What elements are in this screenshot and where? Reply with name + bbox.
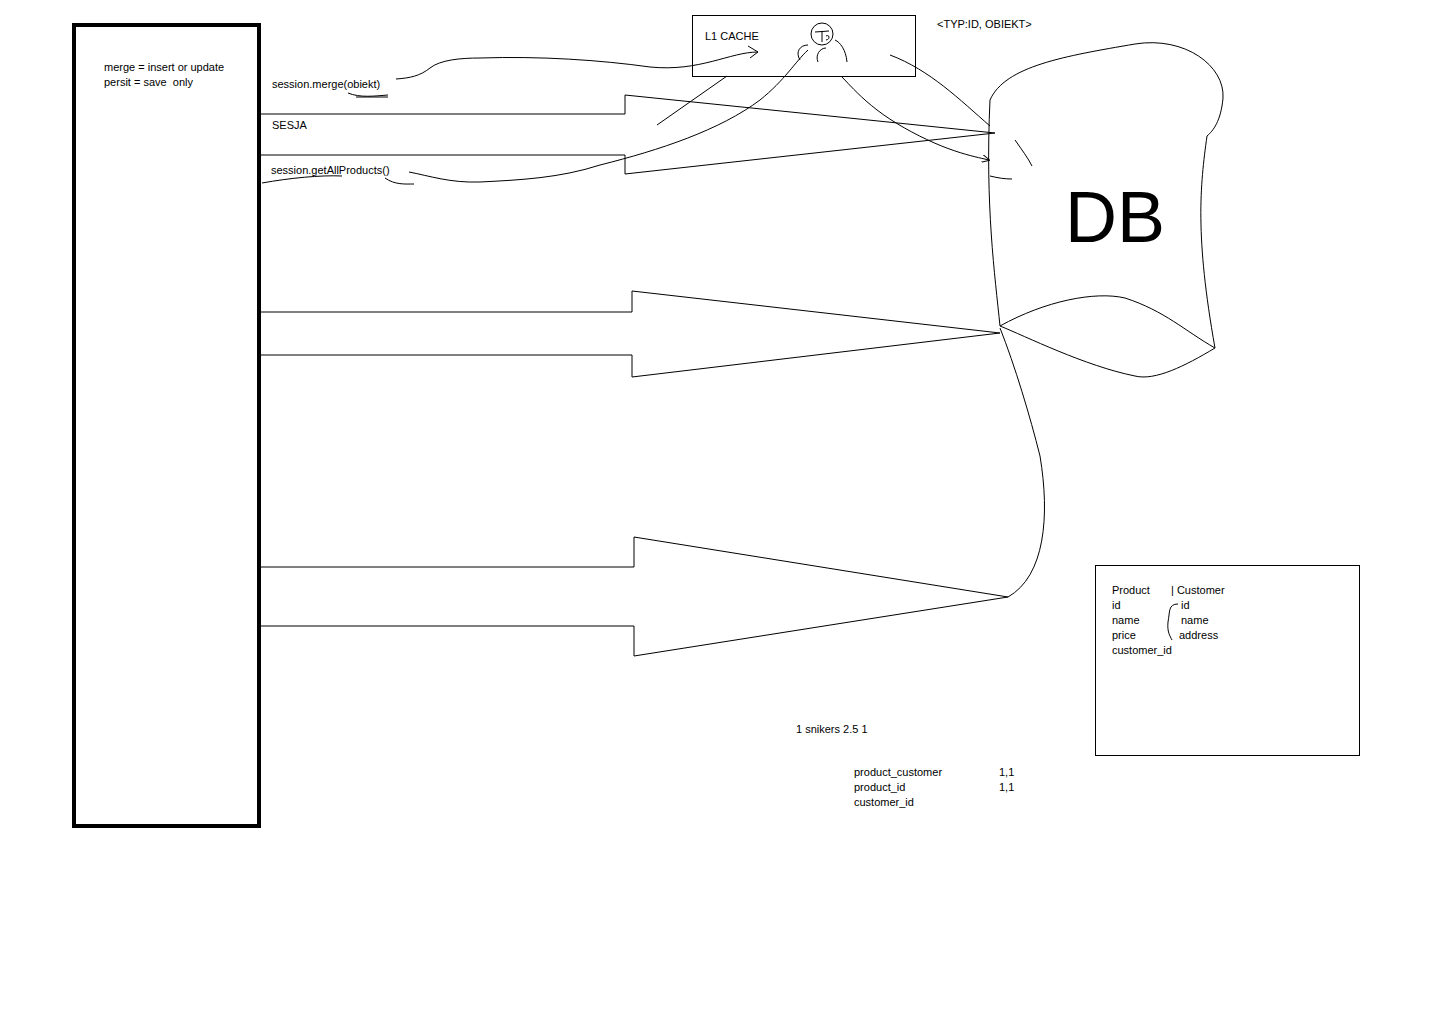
- node-text: address: [1179, 628, 1218, 642]
- node-text: persit = save only: [104, 75, 193, 89]
- table-cell: 1,1: [999, 765, 1014, 779]
- node-text: customer_id: [1112, 643, 1172, 657]
- underline-scribble: [356, 97, 388, 98]
- table-name: product_customer: [854, 765, 942, 779]
- table-cell: 1,1: [999, 780, 1014, 794]
- block-arrow: [261, 537, 1008, 656]
- column-name: product_id: [854, 780, 905, 794]
- face-scribble: [815, 31, 829, 42]
- annotation: <TYP:ID, OBIEKT>: [937, 17, 1032, 31]
- face-scribble: [817, 48, 826, 62]
- node-text: merge = insert or update: [104, 60, 224, 74]
- table-box: Productidnamepricecustomer_id| Customeri…: [1095, 565, 1360, 756]
- node-text: name: [1112, 613, 1140, 627]
- flow-arrow: [842, 77, 989, 160]
- underline-scribble: [348, 93, 388, 96]
- node-text: Product: [1112, 583, 1150, 597]
- node-text: name: [1181, 613, 1209, 627]
- database-outline-stroke: [1000, 328, 1045, 597]
- node-text: | Customer: [1171, 583, 1225, 597]
- method-call: session.merge(obiekt): [272, 77, 380, 91]
- method-call: session.getAllProducts(): [271, 163, 390, 177]
- node-text: id: [1112, 598, 1121, 612]
- merge-squiggle-head: [748, 46, 758, 58]
- underline-scribble: [262, 176, 342, 183]
- merge-squiggle: [396, 52, 758, 79]
- database-shape: DB: [985, 36, 1230, 606]
- session-box: merge = insert or updatepersit = save on…: [72, 23, 261, 828]
- table-row: 1 snikers 2.5 1: [796, 722, 868, 736]
- cache-box: L1 CACHE: [692, 15, 916, 77]
- cache-db-scribble: [990, 176, 1012, 179]
- database-outline: [985, 36, 1230, 606]
- node-text: price: [1112, 628, 1136, 642]
- cache-db-scribble: [890, 55, 990, 126]
- column-name: customer_id: [854, 795, 914, 809]
- block-arrow: [261, 291, 1000, 377]
- node-title: DB: [1065, 181, 1165, 253]
- face-scribble: [798, 45, 808, 60]
- session-label: SESJA: [272, 118, 307, 132]
- block-arrow: [261, 95, 995, 174]
- face-scribble: [835, 40, 847, 62]
- face-scribble: [811, 23, 833, 45]
- query-squiggle: [409, 50, 808, 182]
- node-text: L1 CACHE: [705, 29, 759, 43]
- cache-db-scribble: [1015, 140, 1032, 166]
- underline-scribble: [385, 178, 414, 184]
- database-outline-stroke: [1000, 296, 1215, 348]
- cache-line: [657, 76, 727, 125]
- curly-bracket: [1168, 604, 1178, 640]
- database-outline-stroke: [989, 43, 1223, 377]
- node-text: id: [1181, 598, 1190, 612]
